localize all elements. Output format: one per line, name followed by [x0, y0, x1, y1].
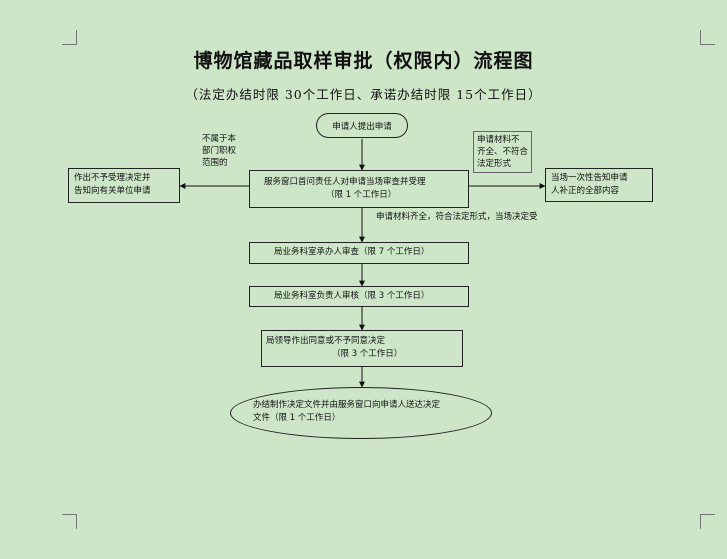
- node-window-review-line2: （限 1 个工作日）: [326, 190, 397, 200]
- node-reject: 作出不予受理决定并 告知向有关单位申请: [68, 168, 180, 203]
- label-incomplete: 申请材料不 齐全、不符合 法定形式: [473, 131, 533, 173]
- label-incomplete-line1: 申请材料不: [477, 135, 520, 145]
- node-window-review: 服务窗口首问责任人对申请当场审查并受理 （限 1 个工作日）: [249, 170, 469, 208]
- node-start-text: 申请人提出申请: [332, 121, 392, 132]
- node-end-line2: 文件（限 1 个工作日）: [253, 413, 341, 423]
- node-handler-review-text: 局业务科室承办人审查（限 7 个工作日）: [274, 247, 430, 257]
- node-supplement: 当场一次性告知申请 人补正的全部内容: [545, 168, 653, 202]
- node-head-review: 局业务科室负责人审核（限 3 个工作日）: [249, 286, 469, 307]
- node-end: 办结制作决定文件并由服务窗口向申请人送达决定 文件（限 1 个工作日）: [230, 387, 492, 439]
- corner-mark-top-right: [700, 30, 715, 45]
- label-complete: 申请材料齐全，符合法定形式，当场决定受: [376, 212, 538, 222]
- node-leader-decision: 局领导作出同意或不予同意决定 （限 3 个工作日）: [261, 330, 463, 367]
- node-reject-line2: 告知向有关单位申请: [74, 186, 151, 196]
- label-not-in-scope-line3: 范围的: [202, 158, 228, 168]
- corner-mark-top-left: [62, 30, 77, 45]
- node-leader-decision-line1: 局领导作出同意或不予同意决定: [266, 336, 386, 346]
- corner-mark-bottom-right: [700, 514, 715, 529]
- node-supplement-line2: 人补正的全部内容: [551, 186, 620, 196]
- page-title: 博物馆藏品取样审批（权限内）流程图: [193, 50, 534, 72]
- node-end-line1: 办结制作决定文件并由服务窗口向申请人送达决定: [253, 400, 441, 410]
- node-handler-review: 局业务科室承办人审查（限 7 个工作日）: [249, 242, 469, 264]
- label-not-in-scope-line1: 不属于本: [202, 134, 237, 144]
- node-supplement-line1: 当场一次性告知申请: [551, 173, 628, 183]
- node-leader-decision-line2: （限 3 个工作日）: [332, 349, 403, 359]
- node-reject-line1: 作出不予受理决定并: [74, 173, 151, 183]
- page-subtitle: （法定办结时限 30个工作日、承诺办结时限 15个工作日）: [185, 87, 542, 102]
- label-incomplete-line2: 齐全、不符合: [477, 147, 529, 157]
- corner-mark-bottom-left: [62, 514, 77, 529]
- node-window-review-line1: 服务窗口首问责任人对申请当场审查并受理: [264, 177, 426, 187]
- label-not-in-scope: 不属于本 部门职权 范围的: [202, 133, 236, 169]
- label-not-in-scope-line2: 部门职权: [202, 146, 237, 156]
- node-start: 申请人提出申请: [316, 113, 408, 138]
- label-incomplete-line3: 法定形式: [477, 159, 512, 169]
- node-head-review-text: 局业务科室负责人审核（限 3 个工作日）: [274, 291, 430, 301]
